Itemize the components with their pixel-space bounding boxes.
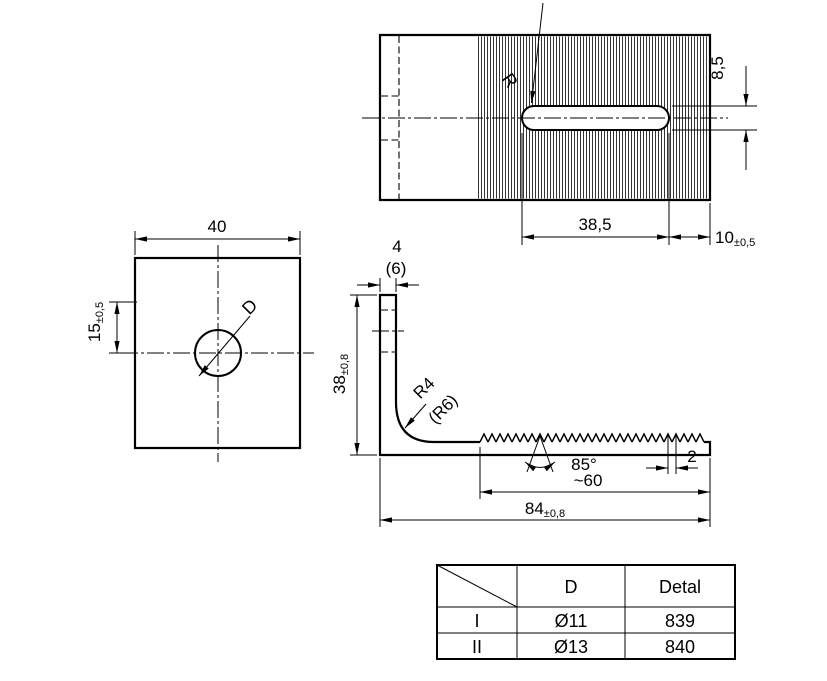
- dim-text-serration-length: ~60: [574, 471, 603, 490]
- fillet-radius-callout: R4 (R6): [404, 374, 462, 429]
- dim-text-width: 40: [208, 217, 227, 236]
- table-border: [436, 564, 736, 660]
- table-cell-d: Ø11: [555, 611, 588, 631]
- hole-label: D: [238, 295, 261, 318]
- table-cell-detal: 839: [665, 611, 695, 631]
- table-cell-d: Ø13: [554, 637, 588, 657]
- fillet-radius-alt-label: (R6): [425, 391, 462, 428]
- dim-thickness: 4 (6): [357, 237, 419, 292]
- dim-end-offset: 10±0,5: [669, 203, 755, 249]
- dim-slot-length: 38,5: [521, 133, 670, 245]
- dim-text-height: 38±0,8: [330, 354, 351, 394]
- table-cell-no: I: [474, 611, 479, 631]
- variant-table: D Detal I Ø11 839 II Ø13 840: [436, 564, 736, 660]
- dim-tooth-pitch: 2: [646, 436, 698, 474]
- dim-text-total-length: 84±0,8: [525, 499, 565, 520]
- angle-arc: [524, 461, 556, 472]
- dim-text-slot-height: 8,5: [708, 56, 727, 80]
- dim-text-thickness: 4: [392, 237, 401, 256]
- dim-slot-height: 8,5: [672, 56, 757, 170]
- dim-text-thickness-alt: (6): [386, 259, 407, 278]
- table-cell-detal: 840: [665, 637, 695, 657]
- side-view: 4 (6) 38±0,8 R4 (R6) 85°: [330, 237, 712, 527]
- tooth-angle-callout: 85°: [524, 435, 597, 474]
- l-profile-outline: [378, 293, 712, 457]
- top-view: R 8,5 38,5 10±0,5: [362, 2, 757, 249]
- dim-text-slot-length: 38,5: [578, 215, 611, 234]
- table-cell-no: II: [472, 637, 482, 657]
- table-corner-diagonal: [436, 564, 518, 608]
- slot-radius-leader: [530, 2, 544, 104]
- dim-text-tooth-pitch: 2: [687, 447, 696, 466]
- dim-total-length: 84±0,8: [379, 458, 710, 527]
- table-row: I Ø11 839: [474, 611, 695, 631]
- hole-leader: [198, 315, 251, 377]
- table-header-d: D: [565, 577, 578, 597]
- dim-text-hole-offset: 15±0,5: [85, 302, 106, 342]
- hole: [194, 329, 242, 377]
- table-row: II Ø13 840: [472, 637, 695, 657]
- dim-hole-offset: 15±0,5: [85, 301, 137, 354]
- tooth-angle-label: 85°: [571, 455, 597, 474]
- fillet-radius-label: R4: [410, 374, 439, 403]
- serrated-edge: [480, 432, 704, 443]
- top-view-outline: [378, 33, 712, 202]
- dim-text-end-offset: 10±0,5: [715, 228, 755, 249]
- dim-width: 40: [134, 217, 301, 255]
- front-view: D 40 15±0,5: [85, 217, 314, 462]
- dim-serration-length: ~60: [479, 447, 711, 527]
- table-header-detal: Detal: [659, 577, 701, 597]
- radius-leader: [404, 403, 427, 429]
- dim-height: 38±0,8: [330, 294, 377, 456]
